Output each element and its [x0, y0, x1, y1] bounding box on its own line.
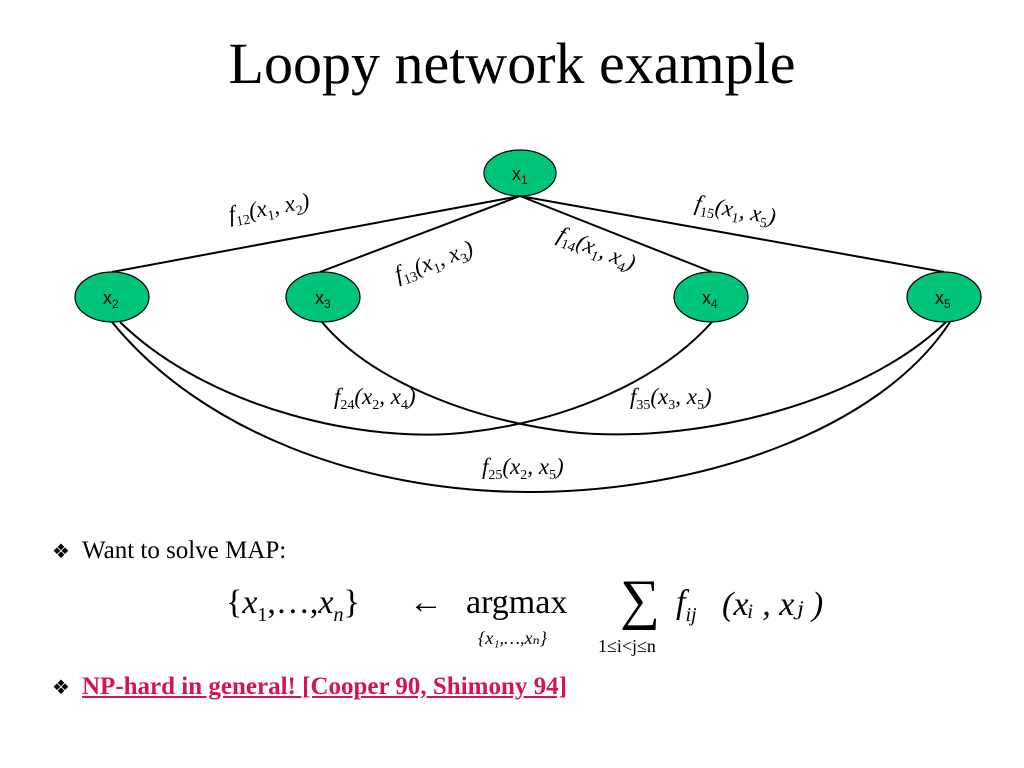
node-x3: x3 [285, 271, 361, 323]
svg-text:x3: x3 [315, 288, 331, 311]
factor-label-f12: f12(x1, x2) [227, 188, 312, 231]
edge-x1-x5 [519, 195, 945, 273]
formula-argmax: argmax [466, 584, 568, 621]
diamond-bullet-icon: ❖ [52, 677, 70, 699]
np-hard-link[interactable]: NP-hard in general! [Cooper 90, Shimony … [82, 673, 567, 700]
factor-label-f15: f15(x1, x5) [692, 190, 777, 233]
node-x1: x1 [483, 149, 557, 197]
factor-label-f24: f24(x2, x4) [334, 384, 416, 413]
factor-label-f25: f25(x2, x5) [482, 454, 564, 483]
diamond-bullet-icon: ❖ [52, 541, 70, 563]
svg-text:x5: x5 [935, 288, 951, 311]
edges [111, 195, 951, 494]
factor-label-f14: f14(x1, x4) [553, 221, 640, 278]
bullet-map-text: Want to solve MAP: [82, 537, 287, 564]
svg-text:x2: x2 [103, 288, 119, 311]
edge-x3-x5 [321, 321, 947, 436]
formula-f: fij [676, 584, 697, 626]
bullet-np-hard: ❖ NP-hard in general! [Cooper 90, Shimony… [52, 672, 567, 702]
edge-x1-x2 [111, 195, 521, 273]
node-x5: x5 [906, 271, 982, 323]
slide-title: Loopy network example [228, 31, 796, 96]
bullet-map: ❖ Want to solve MAP: [52, 536, 286, 566]
factor-label-f35: f35(x3, x5) [630, 384, 712, 413]
formula-arrow: ← [409, 584, 443, 621]
edge-x1-x3 [319, 195, 521, 273]
edge-x2-x4 [119, 321, 713, 436]
factor-label-f13: f13(x1, x3) [391, 235, 478, 290]
edge-x1-x4 [519, 195, 713, 273]
sum-icon: ∑ [620, 569, 660, 631]
formula-lhs: {x1,…,xn} [226, 584, 360, 626]
node-x4: x4 [673, 271, 749, 323]
edge-x2-x5 [111, 321, 951, 494]
formula-sum-subscript: 1≤i<j≤n [598, 636, 656, 656]
svg-text:x1: x1 [512, 164, 528, 187]
formula-argmax-subscript: {x₁,…,xₙ} [478, 628, 547, 648]
formula-args: (xᵢ , xⱼ ) [722, 586, 824, 623]
svg-text:x4: x4 [702, 288, 718, 311]
node-x2: x2 [74, 271, 150, 323]
